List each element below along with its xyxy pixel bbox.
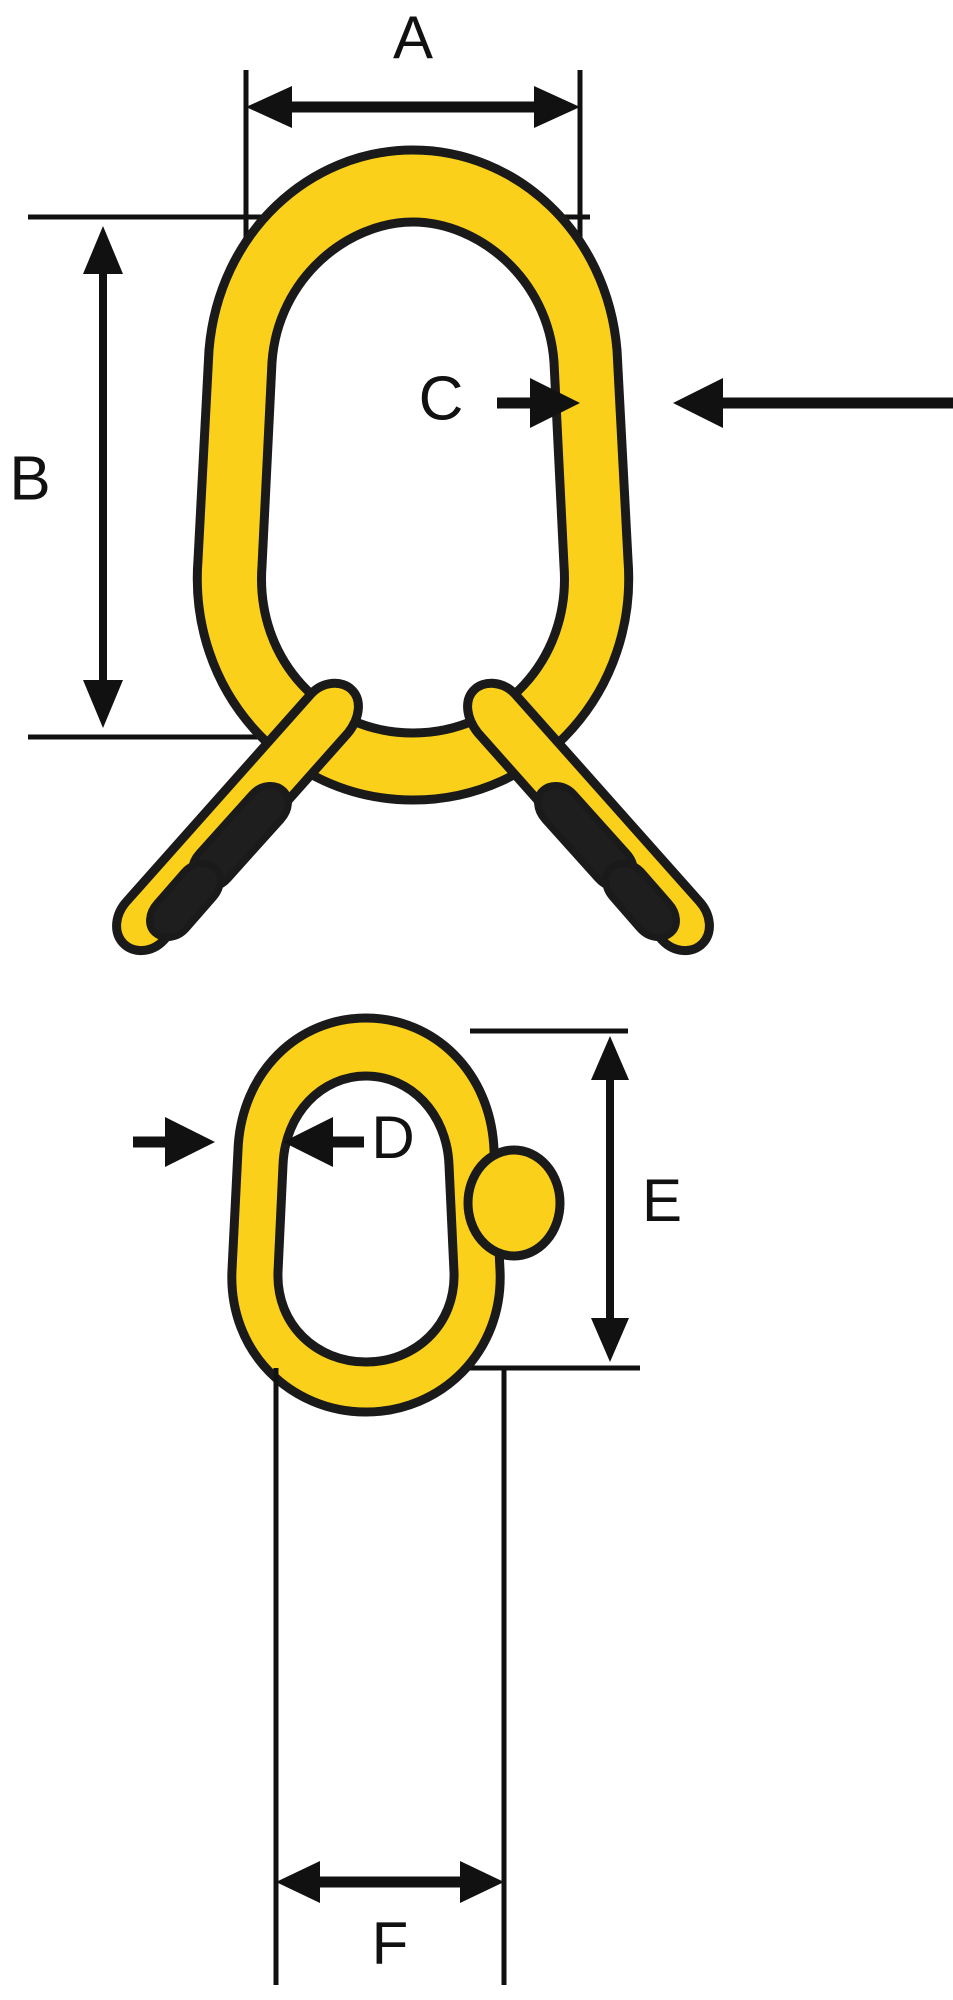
dimension-arrow-c-inner bbox=[497, 378, 580, 428]
dimension-label-d: D bbox=[371, 1104, 414, 1171]
dimension-arrow-b bbox=[83, 226, 123, 728]
dimension-arrow-f bbox=[276, 1861, 504, 1903]
dimension-label-b: B bbox=[9, 444, 50, 513]
master-link-ring-side bbox=[227, 1013, 565, 1417]
weld-boss-ellipse bbox=[463, 1145, 565, 1261]
chain-leg-left bbox=[112, 678, 363, 955]
dimension-arrow-a bbox=[246, 86, 580, 128]
dimension-arrow-d-inner bbox=[283, 1117, 364, 1167]
dimension-label-e: E bbox=[642, 1167, 682, 1234]
dimension-arrow-d-outer bbox=[133, 1117, 215, 1167]
chain-leg-right bbox=[463, 678, 714, 955]
dimension-arrow-e bbox=[591, 1036, 629, 1362]
dimension-arrow-c-outer bbox=[673, 378, 953, 428]
dimension-label-a: A bbox=[393, 4, 433, 71]
master-link-ring-front bbox=[192, 145, 634, 805]
dimension-label-f: F bbox=[372, 1910, 409, 1977]
dimension-label-c: C bbox=[419, 364, 464, 433]
